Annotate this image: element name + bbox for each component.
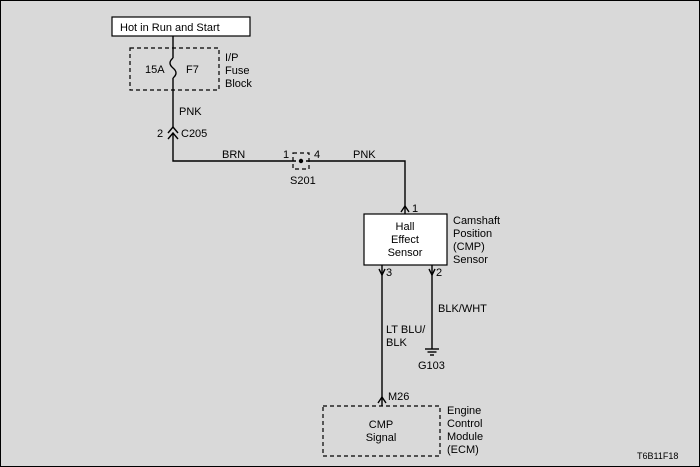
sensor-name-line-4: Sensor xyxy=(453,254,488,266)
fuse-id: F7 xyxy=(186,64,199,76)
wire-color-blk-wht: BLK/WHT xyxy=(438,303,487,315)
ecm-connector-label: M26 xyxy=(388,391,409,403)
sensor-body-line-2: Effect xyxy=(391,234,419,246)
connector-c205-label: C205 xyxy=(181,128,207,140)
fuse-block-name-2: Fuse xyxy=(225,65,249,77)
sensor-pin-power: 1 xyxy=(412,203,418,215)
splice-pin-left: 1 xyxy=(283,149,289,161)
sensor-pin-ground: 2 xyxy=(436,267,442,279)
fuse-block-name-3: Block xyxy=(225,78,252,90)
sensor-name-line-3: (CMP) xyxy=(453,241,485,253)
wire-c205-to-s201 xyxy=(172,133,296,162)
splice-s201-label: S201 xyxy=(290,175,316,187)
sensor-body-line-3: Sensor xyxy=(388,247,423,259)
ecm-outline xyxy=(322,405,441,457)
ground-label: G103 xyxy=(418,360,445,372)
ecm-name-line-1: Engine xyxy=(447,405,481,417)
wire-color-pnk-top: PNK xyxy=(179,106,202,118)
ecm-name-line-3: Module xyxy=(447,431,483,443)
fuse-rating: 15A xyxy=(145,64,165,76)
wire-s201-to-sensor xyxy=(306,160,406,206)
fuse-block-outline xyxy=(129,47,220,91)
hall-effect-sensor-box xyxy=(363,213,448,266)
power-source-label: Hot in Run and Start xyxy=(120,22,220,34)
ecm-name-line-4: (ECM) xyxy=(447,444,479,456)
connector-c205-pin: 2 xyxy=(157,128,163,140)
ecm-signal-line-2: Signal xyxy=(366,432,397,444)
ecm-signal-line-1: CMP xyxy=(369,419,393,431)
connector-c205-icon xyxy=(167,125,179,134)
wire-color-brn: BRN xyxy=(222,149,245,161)
figure-code: T6B11F18 xyxy=(637,451,678,461)
ecm-name-line-2: Control xyxy=(447,418,482,430)
splice-pin-right: 4 xyxy=(314,149,320,161)
sensor-body-line-1: Hall xyxy=(396,221,415,233)
sensor-pin-signal: 3 xyxy=(386,267,392,279)
splice-s201-dot xyxy=(298,158,304,164)
power-source-box xyxy=(111,16,251,37)
fuse-f7-icon xyxy=(169,57,177,79)
sensor-name-line-1: Camshaft xyxy=(453,215,500,227)
wire-color-ltblu-2: BLK xyxy=(386,337,407,349)
fuse-block-name-1: I/P xyxy=(225,52,238,64)
wire-color-pnk-right: PNK xyxy=(353,149,376,161)
ground-icon xyxy=(425,348,439,356)
wire-color-ltblu-1: LT BLU/ xyxy=(386,324,426,336)
sensor-name-line-2: Position xyxy=(453,228,492,240)
